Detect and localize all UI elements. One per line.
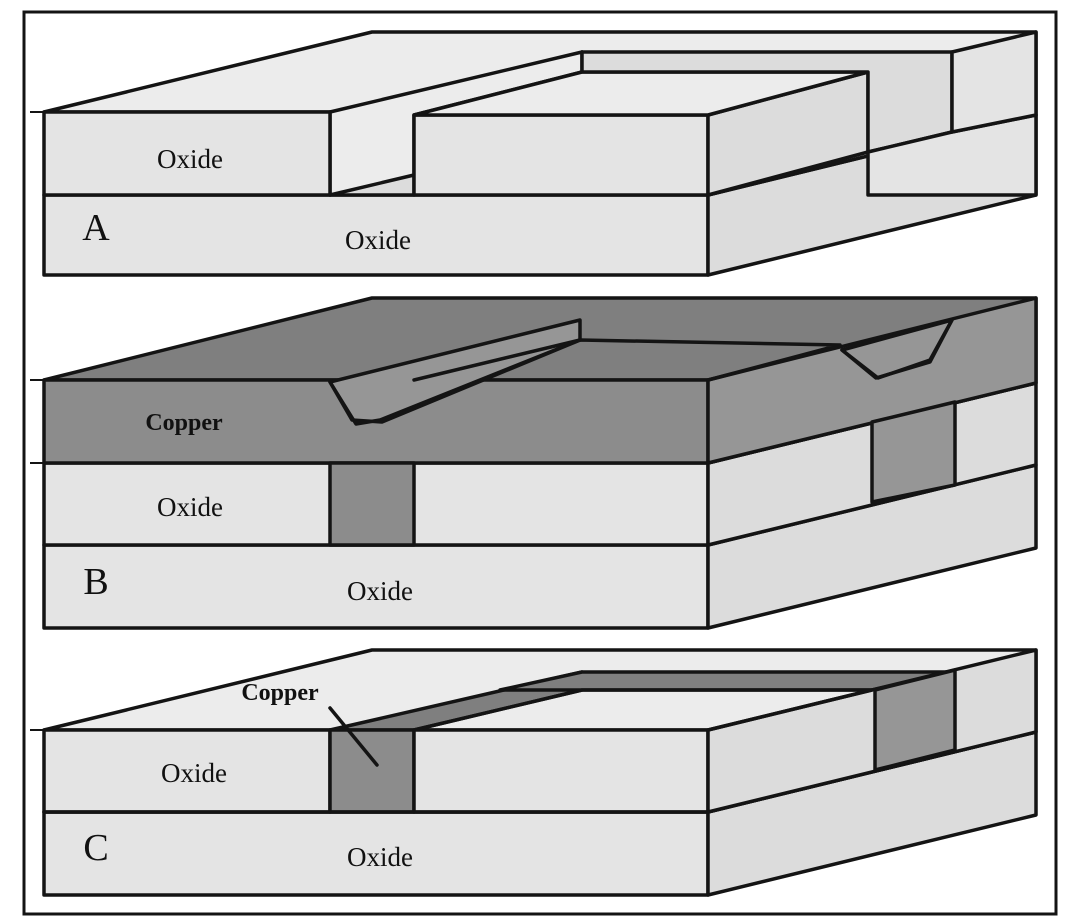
panel-c-lower-oxide-label: Oxide (347, 842, 413, 872)
panel-a-letter: A (82, 207, 110, 249)
panel-a-upper-oxide-front-left (42, 110, 332, 197)
panel-a-right-block (950, 30, 1038, 134)
panel-a: Oxide Oxide A (30, 30, 1038, 277)
panel-b-lower-oxide-label: Oxide (347, 576, 413, 606)
panel-c-copper-front (328, 728, 416, 814)
panel-a-upper-oxide-label: Oxide (157, 144, 223, 174)
panel-c-copper-side (873, 668, 957, 772)
panel-c-letter: C (83, 827, 108, 869)
panel-b-copper-plug-right (870, 400, 957, 504)
panel-b-copper-dimple-left-edge (328, 338, 582, 424)
panel-b-upper-oxide-label: Oxide (157, 492, 223, 522)
panel-a-lower-oxide-label: Oxide (345, 225, 411, 255)
panel-c-island-edge (412, 688, 874, 732)
panel-c: Copper Oxide Oxide C (30, 648, 1038, 897)
panel-a-right-channel (866, 113, 1038, 197)
panel-b: Copper Oxide Oxide B (30, 296, 1038, 630)
panel-c-copper-pointer (328, 706, 379, 767)
panel-c-copper-label: Copper (241, 680, 319, 706)
panel-b-copper-plug-left (328, 461, 416, 547)
panel-b-copper-dimple-right-edge (840, 318, 954, 380)
panel-c-upper-oxide-label: Oxide (161, 758, 227, 788)
panel-c-oxide-front-right (412, 728, 710, 814)
panel-a-upper-oxide-front-right (412, 113, 710, 197)
panel-b-letter: B (83, 561, 108, 603)
panel-b-copper-back-edge (412, 338, 842, 382)
panel-b-copper-label: Copper (145, 410, 223, 436)
